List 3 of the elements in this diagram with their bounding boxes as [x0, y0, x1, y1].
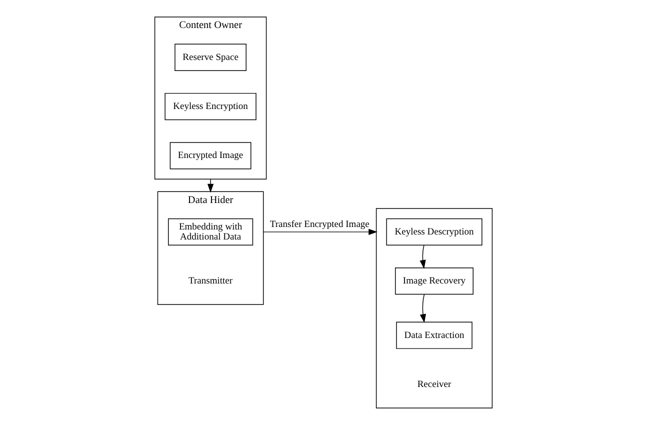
node-label: Receiver: [416, 380, 451, 390]
edge-label: Transfer Encrypted Image: [269, 220, 369, 230]
node-label: Transmitter: [188, 276, 232, 287]
